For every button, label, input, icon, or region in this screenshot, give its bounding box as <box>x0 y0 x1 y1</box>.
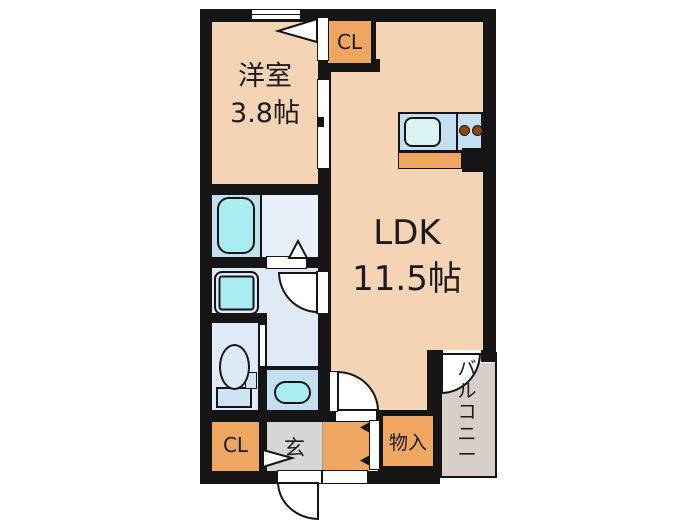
genkan-label: 玄 <box>284 436 305 460</box>
storage-box: 物入 <box>378 411 438 471</box>
wall-bottom-right <box>368 471 440 484</box>
entrance-door-swing <box>277 482 319 520</box>
closet-top-box: CL <box>323 16 376 68</box>
entrance-doorway <box>277 470 368 484</box>
hall-floor <box>322 422 369 471</box>
ldk-size: 11.5帖 <box>352 259 462 299</box>
stove-burner-icon <box>459 125 470 136</box>
western-room-name: 洋室 <box>238 61 292 92</box>
wall-toilet-top <box>200 313 262 323</box>
balcony-label: バルコニー <box>457 358 477 466</box>
window-icon <box>251 9 301 20</box>
toilet-tank <box>216 387 252 408</box>
washroom-floor-strip <box>267 313 318 366</box>
western-room-label: 洋室 3.8帖 <box>212 58 318 132</box>
western-room-floor <box>212 22 318 184</box>
kitchen-base-strip <box>398 152 462 169</box>
bathroom-floor <box>262 195 318 257</box>
closet-bottom-floor <box>212 422 259 471</box>
closet-top-label: CL <box>336 30 363 54</box>
balcony-door-swing <box>441 353 481 394</box>
toilet-door <box>259 324 266 367</box>
wall-balcony-top-right <box>481 350 496 362</box>
sliding-door-tick <box>318 117 324 127</box>
wall-bath-washroom <box>200 257 331 268</box>
sliding-door <box>317 79 330 169</box>
stove-burner-icon <box>472 125 483 136</box>
bathroom-door-gap <box>266 256 307 269</box>
kitchen-sink <box>404 117 441 147</box>
ldk-floor-upper <box>331 22 483 350</box>
western-room-door-leaf <box>317 17 329 61</box>
wall-balcony-top-left <box>427 350 443 362</box>
ldk-label: LDK 11.5帖 <box>331 210 483 302</box>
toilet-bowl <box>219 344 250 390</box>
storage-label: 物入 <box>388 431 427 454</box>
wall-western-bath <box>200 184 331 195</box>
wall-closet-genkan <box>259 422 267 471</box>
ldk-name: LDK <box>373 213 441 253</box>
closet-bottom-label: CL <box>222 433 249 457</box>
window-mid-line <box>252 13 300 15</box>
western-room-size: 3.8帖 <box>230 98 300 129</box>
wall-hall-top-left <box>200 410 335 422</box>
bathtub <box>217 197 255 254</box>
wall-bottom-left <box>200 471 277 484</box>
wall-kitchen-chunk <box>462 148 496 172</box>
bathroom-divider <box>260 195 262 257</box>
entrance-door-leaf-line <box>321 471 323 483</box>
washbasin <box>274 381 311 404</box>
wall-right <box>483 9 496 362</box>
kitchen-counter-divider <box>456 112 458 152</box>
storage-door <box>369 420 380 470</box>
washing-machine-pan <box>214 271 259 315</box>
wall-left <box>200 9 212 484</box>
